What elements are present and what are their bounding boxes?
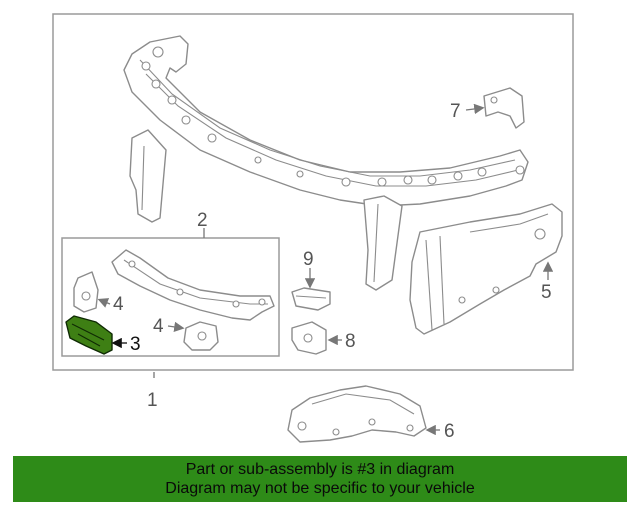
leader-4b [167,321,185,333]
callout-1: 1 [147,390,158,411]
disclaimer-banner: Part or sub-assembly is #3 in diagram Di… [13,456,627,502]
lower-bracket-part-6[interactable] [287,385,427,443]
callout-6: 6 [444,421,455,442]
bracket-part-8[interactable] [291,321,327,355]
leader-4a [97,298,111,308]
callout-2: 2 [197,210,208,231]
callout-8: 8 [345,331,356,352]
side-panel-part-5[interactable] [409,203,563,335]
callout-7: 7 [450,101,461,122]
bracket-part-7[interactable] [483,87,525,129]
leader-7 [465,103,485,115]
callout-4-right: 4 [153,316,164,337]
callout-5: 5 [541,282,552,303]
banner-line-1: Part or sub-assembly is #3 in diagram [185,461,455,478]
highlighted-part-3[interactable] [65,315,113,355]
banner-line-2: Diagram may not be specific to your vehi… [165,480,475,497]
bracket-part-4-left[interactable] [73,271,99,313]
radiator-support-assembly[interactable] [123,35,529,291]
callout-4-left: 4 [113,294,124,315]
callout-9: 9 [303,249,314,270]
upper-tie-bar-part-2[interactable] [111,249,275,321]
callout-3: 3 [130,334,141,355]
isolator-part-9[interactable] [291,287,331,311]
bracket-part-4-right[interactable] [183,321,219,351]
